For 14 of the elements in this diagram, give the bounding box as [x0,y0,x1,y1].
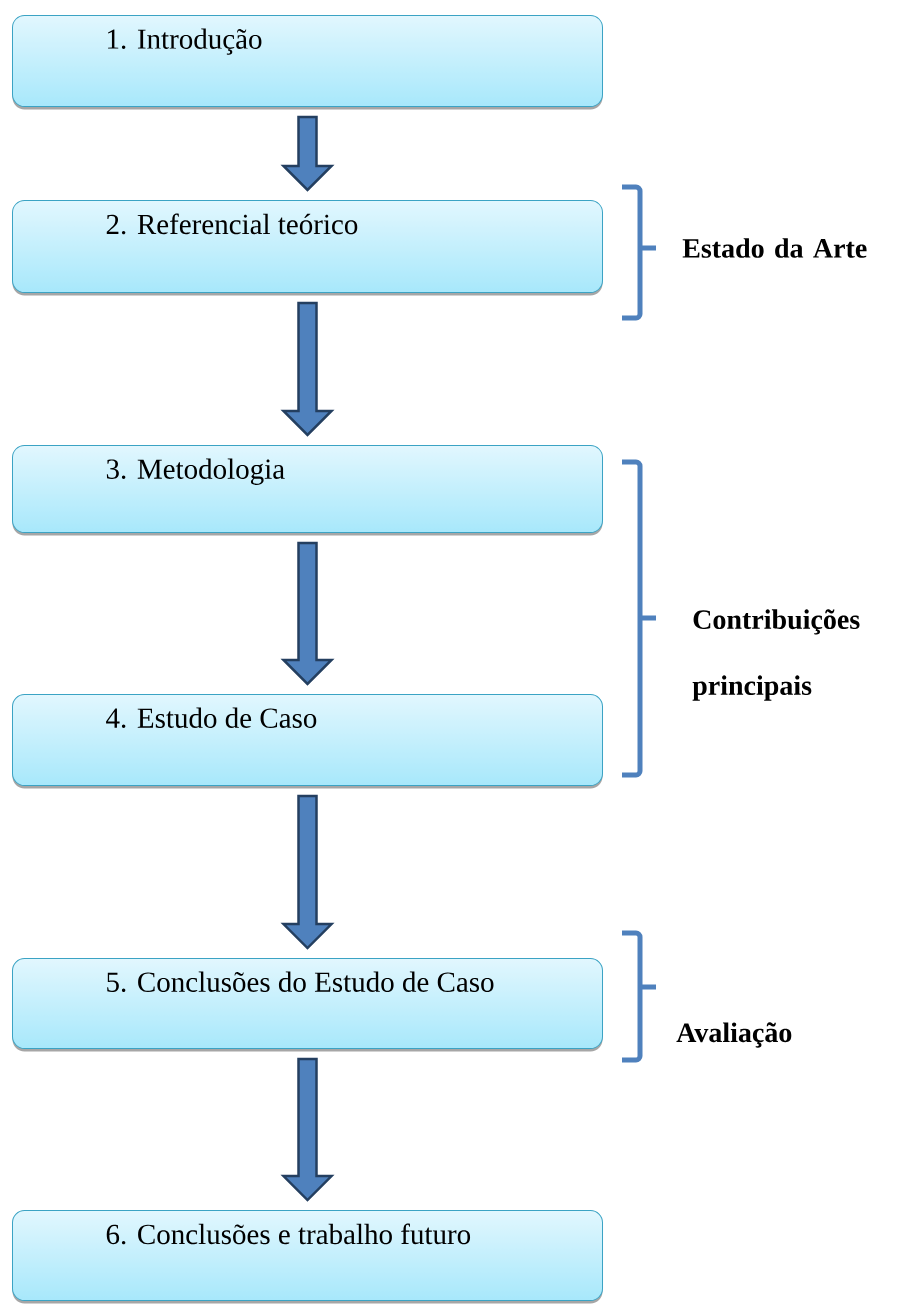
process-box: 5. Conclusões do Estudo de Caso [12,958,603,1052]
bracket-label: Estado da Arte [682,238,867,258]
process-box: 3. Metodologia [12,445,603,536]
block-arrow [280,115,335,192]
block-arrow [280,541,335,686]
process-box: 2. Referencial teórico [12,200,603,296]
process-box: 1. Introdução [12,15,603,110]
block-arrow [280,1057,335,1202]
process-box: 6. Conclusões e trabalho futuro [12,1210,603,1304]
bracket-label: Contribuições principais [692,609,860,701]
block-arrow [280,301,335,437]
bracket-label: Avaliação [676,1022,792,1048]
process-box: 4. Estudo de Caso [12,694,603,789]
block-arrow [280,794,335,950]
